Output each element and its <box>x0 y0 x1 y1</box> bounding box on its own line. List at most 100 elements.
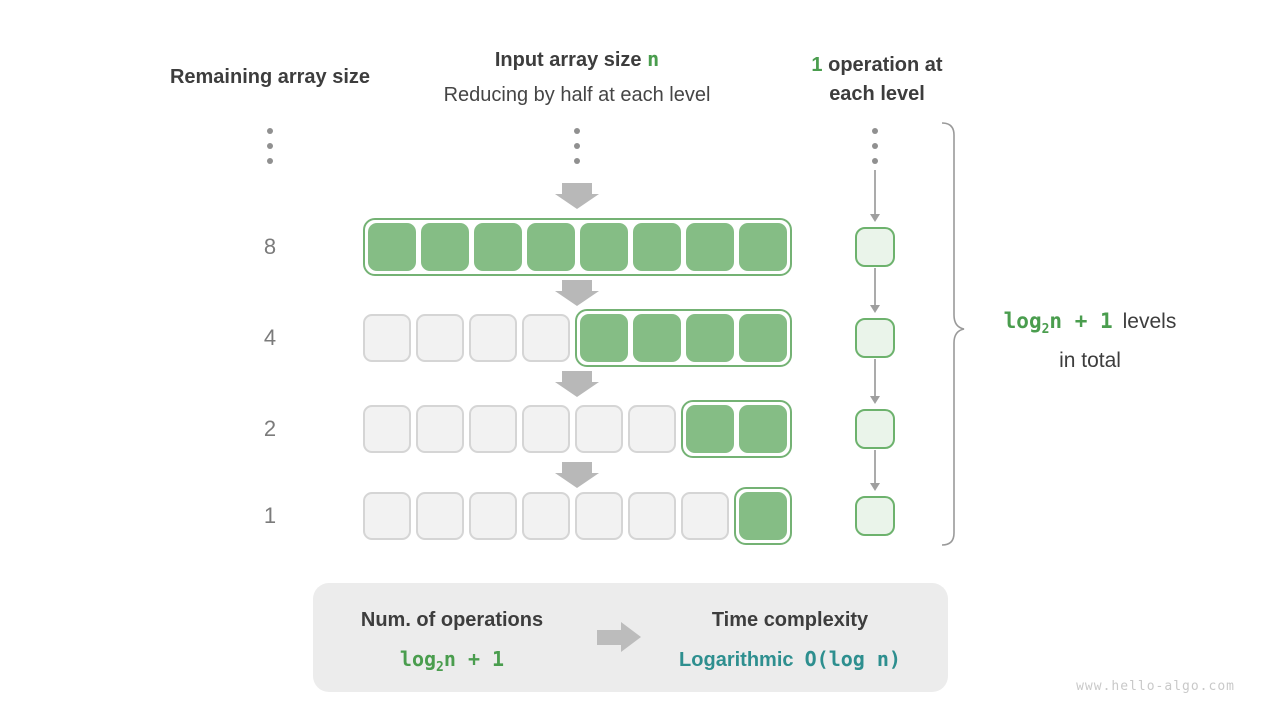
down-arrow-body <box>562 280 592 291</box>
header-input-prefix: Input array size <box>494 49 648 71</box>
header-ops-line2: each level <box>829 83 925 105</box>
operation-arrow-line <box>874 170 876 215</box>
levels-total-label: log2n + 1 levels in total <box>985 306 1195 376</box>
header-input-array-size: Input array size n <box>377 47 777 72</box>
operation-arrow-line <box>874 450 876 484</box>
remaining-size-label: 4 <box>263 325 277 350</box>
array-cell-filled <box>686 223 734 271</box>
levels-formula: log2n + 1 <box>1003 309 1113 338</box>
array-cell-filled <box>633 223 681 271</box>
array-cell-empty <box>363 492 411 540</box>
array-cell-filled <box>739 223 787 271</box>
array-cell-empty <box>575 405 623 453</box>
array-cell-filled <box>368 223 416 271</box>
operation-box <box>855 409 895 449</box>
remaining-size-label: 1 <box>263 503 277 528</box>
down-arrow-head <box>555 382 599 397</box>
time-complexity-title: Time complexity <box>711 609 869 631</box>
operation-box <box>855 227 895 267</box>
array-row <box>363 309 792 367</box>
remaining-size-label: 2 <box>263 416 277 441</box>
header-remaining-array-size: Remaining array size <box>169 66 371 88</box>
array-row <box>363 400 792 458</box>
remaining-size-label: 8 <box>263 234 277 259</box>
array-cell-filled <box>739 314 787 362</box>
dot-icon <box>872 158 878 164</box>
operation-box <box>855 496 895 536</box>
dot-icon <box>267 158 273 164</box>
down-arrow-body <box>562 462 592 473</box>
dot-icon <box>574 128 580 134</box>
header-operations: 1 operation at each level <box>777 51 977 109</box>
active-subarray <box>575 309 792 367</box>
down-arrow-head <box>555 291 599 306</box>
summary-box: Num. of operations log2n + 1 Time comple… <box>313 583 948 692</box>
down-arrow-head <box>555 194 599 209</box>
operation-arrow-head <box>870 305 880 313</box>
ellipsis-center <box>574 128 580 173</box>
time-complexity-value: Logarithmic O(log n) <box>679 647 901 671</box>
array-cell-empty <box>363 405 411 453</box>
down-arrow-icon <box>555 183 599 209</box>
ellipsis-left <box>267 128 273 173</box>
down-arrow-body <box>562 371 592 382</box>
header-input-n: n <box>647 47 660 71</box>
array-cell-filled <box>633 314 681 362</box>
down-arrow-icon <box>555 280 599 306</box>
array-cell-empty <box>469 314 517 362</box>
array-cell-empty <box>628 492 676 540</box>
down-arrow-icon <box>555 462 599 488</box>
array-cell-empty <box>469 492 517 540</box>
right-arrow-icon <box>597 630 621 645</box>
active-subarray <box>681 400 792 458</box>
operation-arrow-head <box>870 483 880 491</box>
dot-icon <box>872 128 878 134</box>
header-ops-count: 1 <box>811 54 823 76</box>
array-cell-empty <box>416 405 464 453</box>
active-subarray <box>734 487 792 545</box>
active-subarray <box>363 218 792 276</box>
levels-word: levels <box>1122 310 1177 333</box>
dot-icon <box>574 158 580 164</box>
array-cell-empty <box>681 492 729 540</box>
watermark: www.hello-algo.com <box>1076 679 1235 694</box>
array-cell-empty <box>416 492 464 540</box>
array-cell-filled <box>580 223 628 271</box>
operation-arrow-line <box>874 268 876 306</box>
down-arrow-head <box>555 473 599 488</box>
array-cell-empty <box>469 405 517 453</box>
operation-arrow-head <box>870 214 880 222</box>
brace-icon <box>941 122 965 546</box>
array-cell-filled <box>527 223 575 271</box>
array-cell-empty <box>522 405 570 453</box>
operation-arrow-head <box>870 396 880 404</box>
num-operations-formula: log2n + 1 <box>399 647 505 675</box>
array-cell-filled <box>686 314 734 362</box>
down-arrow-icon <box>555 371 599 397</box>
array-row <box>363 487 792 545</box>
array-row <box>363 218 792 276</box>
num-operations-title: Num. of operations <box>360 609 544 631</box>
dot-icon <box>574 143 580 149</box>
down-arrow-body <box>562 183 592 194</box>
array-cell-filled <box>686 405 734 453</box>
operation-box <box>855 318 895 358</box>
array-cell-filled <box>474 223 522 271</box>
array-cell-filled <box>421 223 469 271</box>
array-cell-empty <box>522 492 570 540</box>
array-cell-empty <box>522 314 570 362</box>
header-input-subtitle: Reducing by half at each level <box>443 84 711 106</box>
dot-icon <box>267 143 273 149</box>
dot-icon <box>267 128 273 134</box>
array-cell-empty <box>628 405 676 453</box>
array-cell-empty <box>416 314 464 362</box>
array-cell-filled <box>580 314 628 362</box>
dot-icon <box>872 143 878 149</box>
array-cell-filled <box>739 492 787 540</box>
levels-line2: in total <box>1059 349 1121 373</box>
array-cell-empty <box>575 492 623 540</box>
array-cell-filled <box>739 405 787 453</box>
right-arrow-icon <box>621 622 641 652</box>
ellipsis-ops <box>872 128 878 173</box>
